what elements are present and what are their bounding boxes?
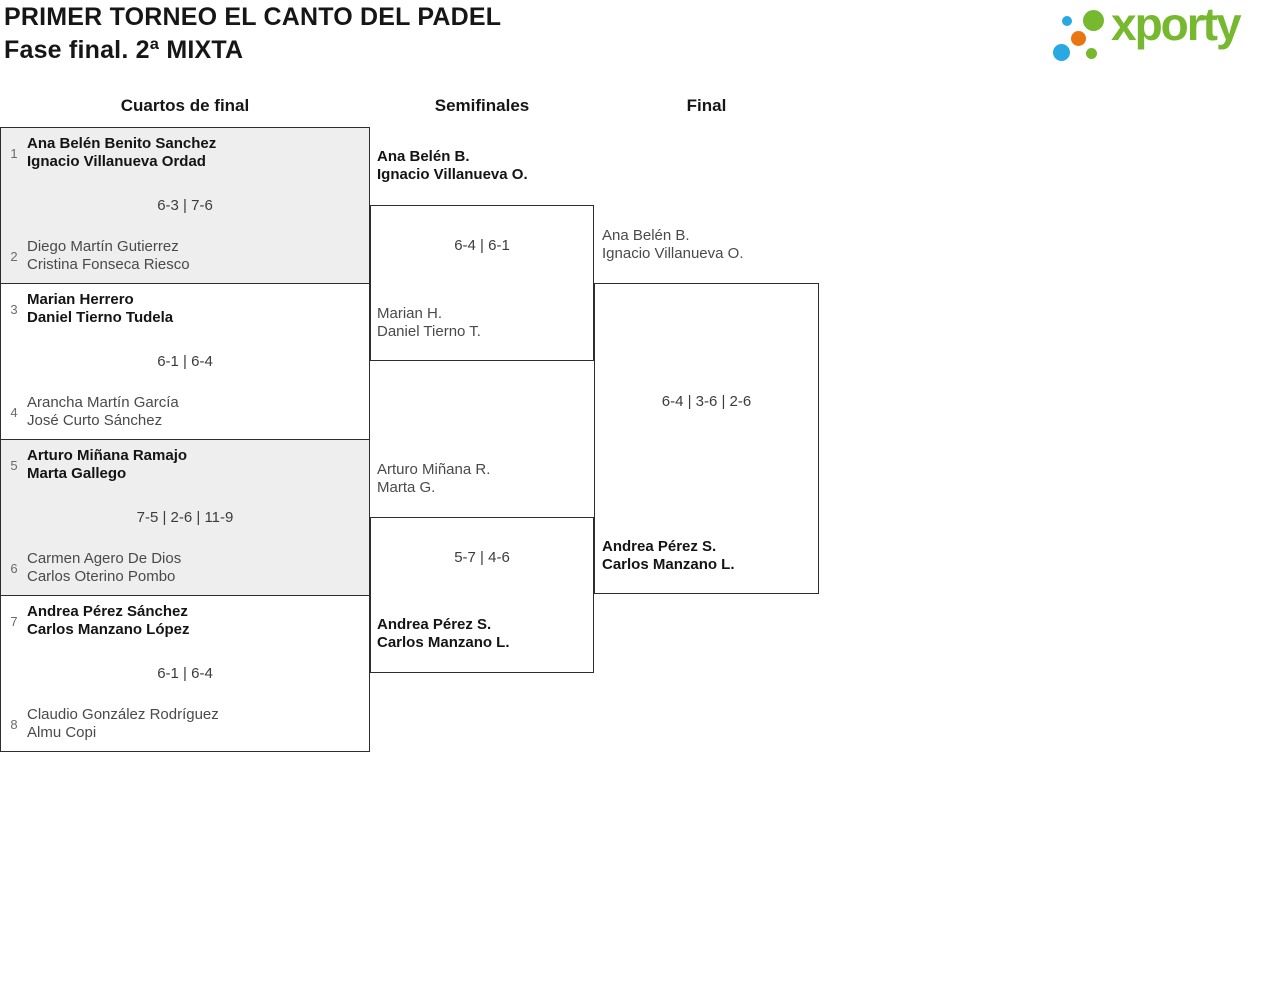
quarterfinals-column: 1 Ana Belén Benito Sanchez Ignacio Villa… xyxy=(0,127,370,752)
player-name: Almu Copi xyxy=(27,724,97,741)
player-name: Carmen Agero De Dios xyxy=(27,550,182,567)
seed-number: 7 xyxy=(10,613,18,629)
page-title: PRIMER TORNEO EL CANTO DEL PADEL Fase fi… xyxy=(4,1,501,67)
seed-number: 5 xyxy=(10,457,18,473)
team-names: Marian Herrero Daniel Tierno Tudela xyxy=(27,291,173,327)
quarterfinal-match-4: 7 Andrea Pérez Sánchez Carlos Manzano Ló… xyxy=(1,596,369,751)
semifinal-match-1-box xyxy=(370,205,594,361)
player-name: Daniel Tierno T. xyxy=(377,323,481,340)
seed-number: 4 xyxy=(10,404,18,420)
team-names: Claudio González Rodríguez Almu Copi xyxy=(27,706,219,742)
round-header-final: Final xyxy=(686,96,727,115)
round-header-quarterfinals: Cuartos de final xyxy=(120,96,250,115)
team-row: 4 Arancha Martín García José Curto Sánch… xyxy=(1,394,179,430)
player-name: Diego Martín Gutierrez xyxy=(27,238,179,255)
phase-subtitle: Fase final. 2ª MIXTA xyxy=(4,36,244,64)
tournament-title: PRIMER TORNEO EL CANTO DEL PADEL xyxy=(4,3,502,31)
team-row: 1 Ana Belén Benito Sanchez Ignacio Villa… xyxy=(1,135,216,171)
player-name: Marta G. xyxy=(377,479,436,496)
seed-number: 2 xyxy=(10,248,18,264)
logo-wordmark: xporty xyxy=(1111,0,1242,50)
semifinal-match-2-box xyxy=(370,517,594,673)
player-name: Ignacio Villanueva O. xyxy=(377,166,528,183)
player-name: Arancha Martín García xyxy=(27,394,179,411)
final-match-box xyxy=(594,283,819,594)
team-names: Arturo Miñana R. Marta G. xyxy=(377,461,490,497)
player-name: Carlos Manzano L. xyxy=(602,556,735,573)
player-name: Carlos Manzano López xyxy=(27,621,190,638)
player-name: Claudio González Rodríguez xyxy=(27,706,219,723)
seed-number: 6 xyxy=(10,560,18,576)
team-row: 7 Andrea Pérez Sánchez Carlos Manzano Ló… xyxy=(1,603,190,639)
team-row: 5 Arturo Miñana Ramajo Marta Gallego xyxy=(1,447,187,483)
seed-number: 1 xyxy=(10,145,18,161)
team-names: Ana Belén Benito Sanchez Ignacio Villanu… xyxy=(27,135,216,171)
seed-number: 3 xyxy=(10,301,18,317)
player-name: Andrea Pérez Sánchez xyxy=(27,603,188,620)
match-score: 6-1 | 6-4 xyxy=(157,665,213,682)
player-name: Ignacio Villanueva Ordad xyxy=(27,153,206,170)
player-name: Marian Herrero xyxy=(27,291,134,308)
quarterfinal-match-2: 3 Marian Herrero Daniel Tierno Tudela 6-… xyxy=(1,284,369,440)
team-names: Andrea Pérez S. Carlos Manzano L. xyxy=(602,538,735,574)
team-names: Andrea Pérez S. Carlos Manzano L. xyxy=(377,616,510,652)
quarterfinal-match-1: 1 Ana Belén Benito Sanchez Ignacio Villa… xyxy=(1,128,369,284)
player-name: Andrea Pérez S. xyxy=(602,538,717,555)
player-name: Andrea Pérez S. xyxy=(377,616,492,633)
player-name: Ana Belén Benito Sanchez xyxy=(27,135,217,152)
player-name: Ana Belén B. xyxy=(602,227,690,244)
match-score: 6-4 | 6-1 xyxy=(454,237,510,254)
logo-dot-icon xyxy=(1062,16,1072,26)
player-name: Cristina Fonseca Riesco xyxy=(27,256,190,273)
player-name: Daniel Tierno Tudela xyxy=(27,309,174,326)
logo-dot-icon xyxy=(1053,44,1070,61)
player-name: José Curto Sánchez xyxy=(27,412,163,429)
player-name: Arturo Miñana R. xyxy=(377,461,491,478)
team-names: Marian H. Daniel Tierno T. xyxy=(377,305,481,341)
logo-dot-icon xyxy=(1083,10,1104,31)
logo-dot-icon xyxy=(1071,31,1086,46)
round-header-semifinals: Semifinales xyxy=(434,96,530,115)
team-names: Andrea Pérez Sánchez Carlos Manzano Lópe… xyxy=(27,603,190,639)
seed-number: 8 xyxy=(10,716,18,732)
match-score: 6-3 | 7-6 xyxy=(157,197,213,214)
team-names: Ana Belén B. Ignacio Villanueva O. xyxy=(602,227,743,263)
match-score: 5-7 | 4-6 xyxy=(454,549,510,566)
team-row: 2 Diego Martín Gutierrez Cristina Fonsec… xyxy=(1,238,190,274)
player-name: Carlos Manzano L. xyxy=(377,634,510,651)
quarterfinal-match-3: 5 Arturo Miñana Ramajo Marta Gallego 7-5… xyxy=(1,440,369,596)
team-row: 3 Marian Herrero Daniel Tierno Tudela xyxy=(1,291,173,327)
match-score: 6-1 | 6-4 xyxy=(157,353,213,370)
team-names: Carmen Agero De Dios Carlos Oterino Pomb… xyxy=(27,550,181,586)
player-name: Ignacio Villanueva O. xyxy=(602,245,744,262)
player-name: Marta Gallego xyxy=(27,465,127,482)
player-name: Arturo Miñana Ramajo xyxy=(27,447,188,464)
team-names: Arturo Miñana Ramajo Marta Gallego xyxy=(27,447,187,483)
xporty-logo[interactable]: xporty xyxy=(1050,0,1274,68)
player-name: Marian H. xyxy=(377,305,443,322)
team-row: 8 Claudio González Rodríguez Almu Copi xyxy=(1,706,219,742)
player-name: Carlos Oterino Pombo xyxy=(27,568,176,585)
match-score: 6-4 | 3-6 | 2-6 xyxy=(661,393,752,410)
team-names: Arancha Martín García José Curto Sánchez xyxy=(27,394,179,430)
team-names: Ana Belén B. Ignacio Villanueva O. xyxy=(377,148,528,184)
team-row: 6 Carmen Agero De Dios Carlos Oterino Po… xyxy=(1,550,181,586)
logo-dot-icon xyxy=(1086,48,1097,59)
player-name: Ana Belén B. xyxy=(377,148,470,165)
team-names: Diego Martín Gutierrez Cristina Fonseca … xyxy=(27,238,190,274)
match-score: 7-5 | 2-6 | 11-9 xyxy=(136,509,234,526)
